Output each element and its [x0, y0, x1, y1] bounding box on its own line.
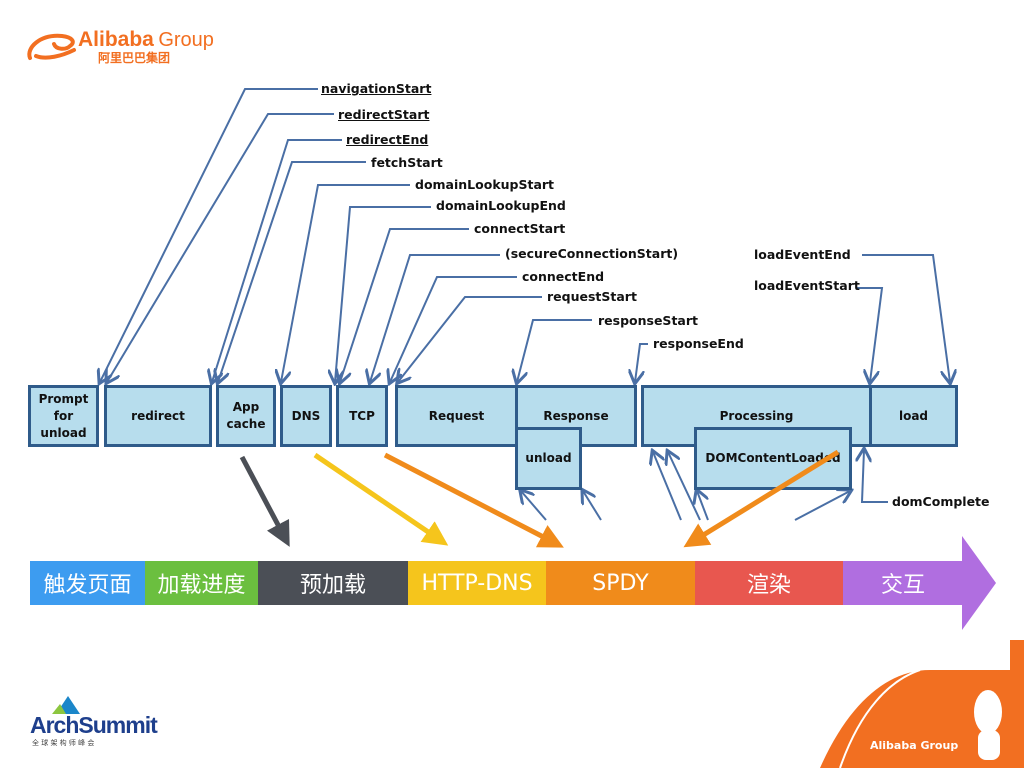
band-render: 渲染 [695, 561, 843, 605]
label-redirectStart: redirectStart [338, 107, 430, 122]
phase-text: unload [40, 425, 87, 440]
alibaba-logo-icon [27, 33, 76, 60]
archsummit-word: ArchSummit [30, 712, 158, 738]
band-trigger-page: 触发页面 [30, 561, 145, 605]
label-responseEnd: responseEnd [653, 336, 744, 351]
phase-redirect: redirect [104, 385, 212, 447]
phase-app-cache: App cache [216, 385, 276, 447]
mountain-icon [52, 696, 80, 714]
phase-prompt-for-unload: Prompt for unload [28, 385, 99, 447]
phase-text: App [232, 400, 260, 414]
label-connectEnd: connectEnd [522, 269, 605, 284]
label-navigationStart: navigationStart [321, 81, 432, 96]
alibaba-group-footer-text: Alibaba Group [870, 739, 959, 752]
logo-word: Alibaba [78, 28, 154, 51]
phase-text: Prompt [38, 391, 89, 406]
phase-dns: DNS [280, 385, 332, 447]
band-preload: 预加载 [258, 561, 408, 605]
logo-group: Group [158, 29, 214, 51]
arrow-appcache-to-preload [239, 455, 290, 547]
label-loadEventEnd: loadEventEnd [754, 247, 851, 262]
arrow-domcontentloaded-to-spdy [683, 449, 840, 548]
arrow-dns-to-httpdns [313, 452, 449, 546]
phase-text: cache [226, 417, 266, 431]
label-domainLookupStart: domainLookupStart [415, 177, 555, 192]
alibaba-logo: Alibaba Group 阿里巴巴集团 [78, 28, 214, 66]
label-loadEventStart: loadEventStart [754, 278, 860, 293]
logo-cn: 阿里巴巴集团 [98, 51, 171, 65]
label-secureConnectionStart: (secureConnectionStart) [505, 246, 679, 261]
label-connectStart: connectStart [474, 221, 566, 236]
phase-text: for [53, 408, 74, 423]
label-responseStart: responseStart [598, 313, 698, 328]
label-redirectEnd: redirectEnd [346, 132, 429, 147]
band-http-dns: HTTP-DNS [408, 561, 546, 605]
band-spdy: SPDY [546, 561, 695, 605]
label-domComplete: domComplete [892, 494, 990, 509]
mascot-icon [974, 690, 1002, 760]
label-requestStart: requestStart [547, 289, 637, 304]
label-fetchStart: fetchStart [371, 155, 443, 170]
alibaba-corner-decoration [820, 640, 1024, 768]
label-domainLookupEnd: domainLookupEnd [436, 198, 566, 213]
archsummit-text: ArchSummit [30, 712, 158, 739]
arrow-tcp-to-spdy [383, 452, 564, 548]
band-interaction: 交互 [843, 561, 963, 605]
phase-domcontentloaded: DOMContentLoaded [694, 427, 852, 490]
phase-unload: unload [515, 427, 582, 490]
archsummit-cn: 全 球 架 构 师 峰 会 [32, 739, 95, 747]
phase-tcp: TCP [336, 385, 388, 447]
phase-load: load [869, 385, 958, 447]
band-load-progress: 加载进度 [145, 561, 258, 605]
phase-request: Request [395, 385, 518, 447]
band-arrowhead-icon [962, 536, 996, 630]
